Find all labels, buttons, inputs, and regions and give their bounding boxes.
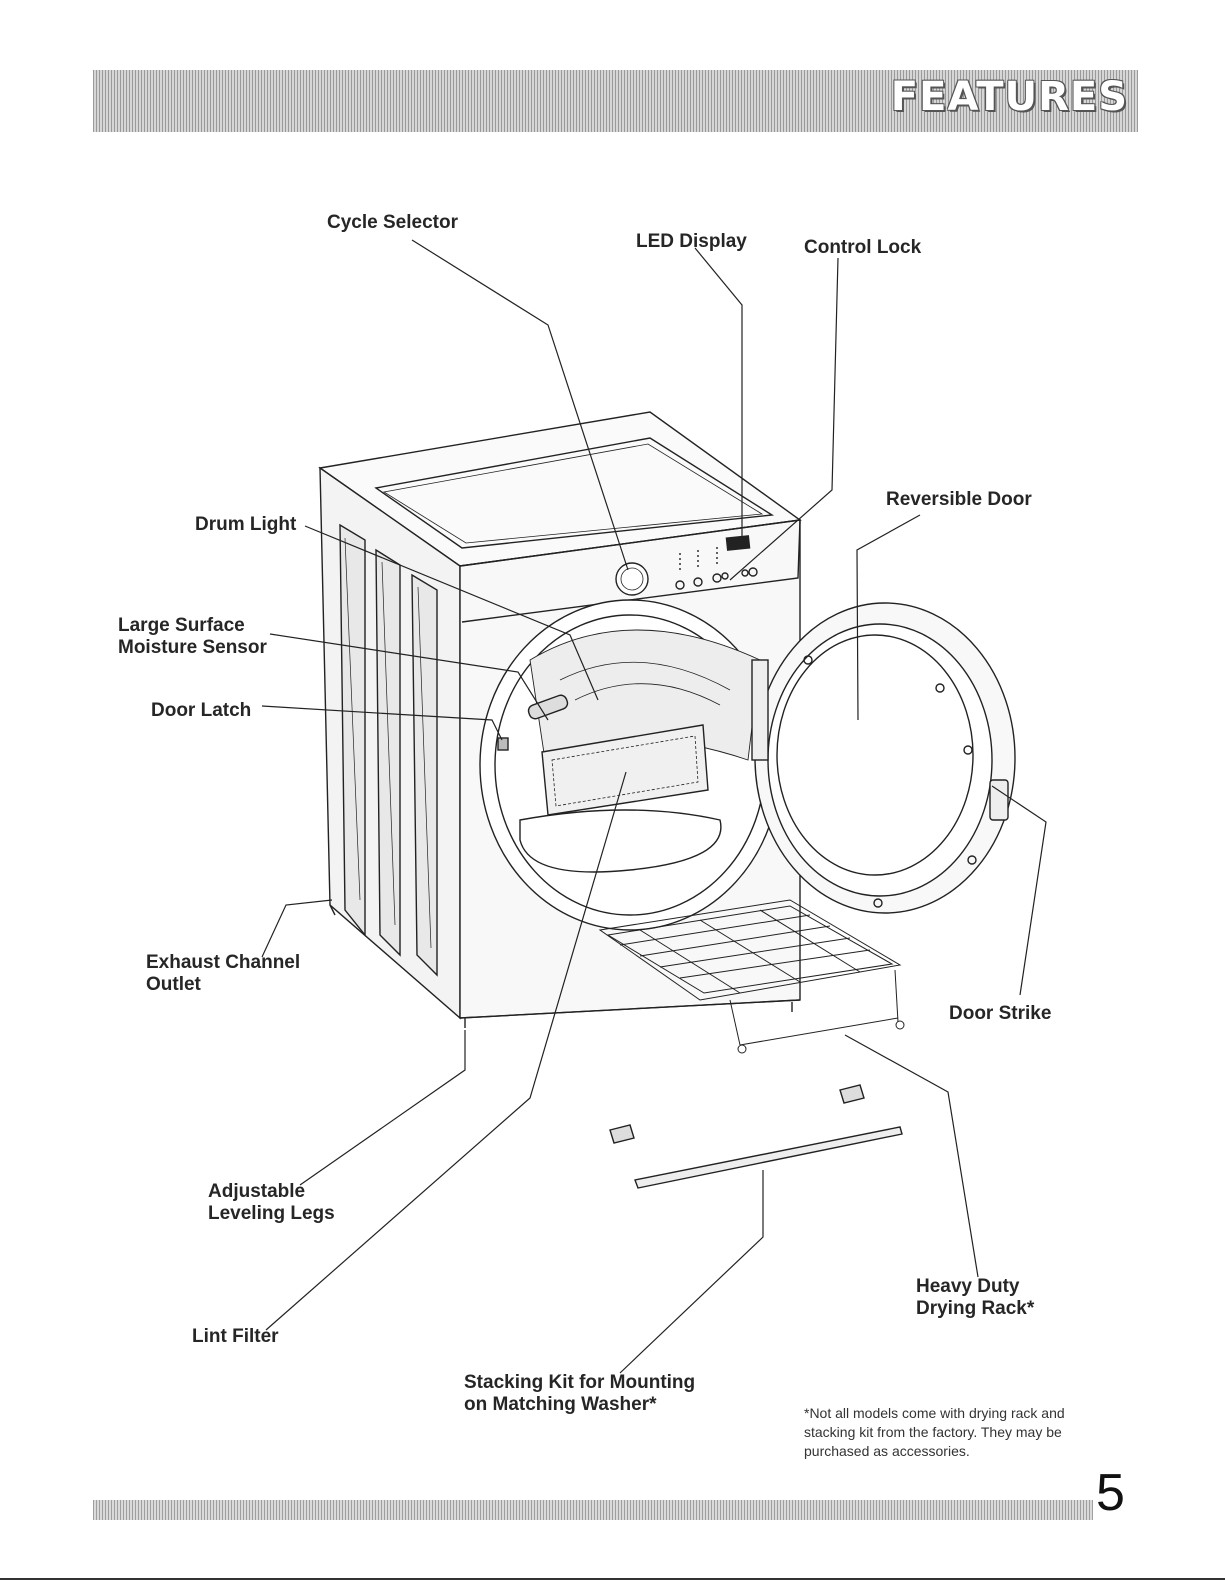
bottom-rule [0, 1578, 1225, 1580]
drying-rack-illustration [598, 899, 905, 1054]
label-drying-rack: Heavy Duty Drying Rack* [916, 1276, 1035, 1319]
label-led-display: LED Display [636, 231, 747, 252]
stacking-kit-illustration [609, 1084, 903, 1189]
label-leveling-legs: Adjustable Leveling Legs [208, 1181, 335, 1224]
label-drum-light: Drum Light [195, 514, 297, 535]
label-cycle-selector: Cycle Selector [327, 212, 458, 233]
label-door-latch: Door Latch [151, 700, 252, 721]
label-control-lock: Control Lock [804, 237, 922, 258]
footnote: *Not all models come with drying rack an… [804, 1405, 1065, 1459]
footer-bar [93, 1500, 1093, 1520]
dryer-cabinet [318, 411, 802, 1020]
label-exhaust-outlet: Exhaust Channel Outlet [146, 952, 301, 995]
page-title: FEATURES [890, 74, 1128, 120]
header-bar: FEATURES [93, 70, 1138, 132]
label-reversible-door: Reversible Door [886, 489, 1032, 510]
label-door-strike: Door Strike [949, 1003, 1052, 1024]
leader-lines [261, 239, 1047, 1374]
label-stacking-kit: Stacking Kit for Mounting on Matching Wa… [464, 1372, 696, 1415]
page-number: 5 [1096, 1464, 1125, 1522]
reversible-door-illustration [751, 602, 1016, 914]
label-lint-filter: Lint Filter [192, 1326, 279, 1347]
label-moisture-sensor: Large Surface Moisture Sensor [118, 615, 267, 658]
